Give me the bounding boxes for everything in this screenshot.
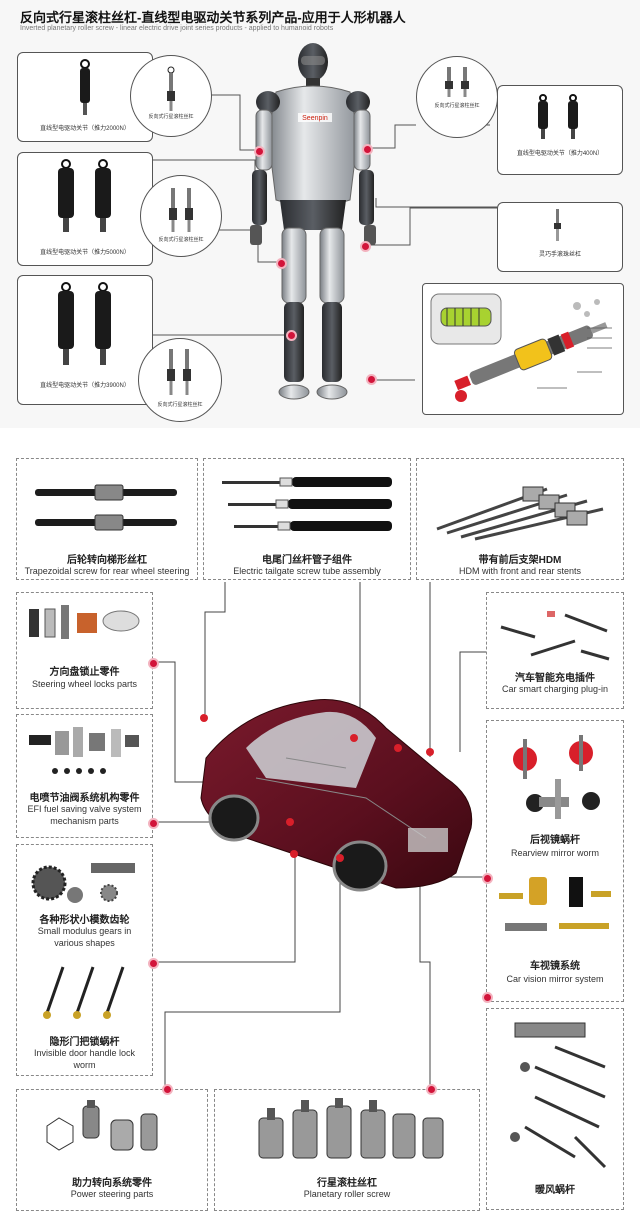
page-subtitle: Inverted planetary roller screw - linear… <box>20 25 334 32</box>
connector-dot <box>148 958 159 969</box>
car-cutaway-image <box>200 699 473 892</box>
part-cn-label: 助力转向系统零件 <box>72 1178 152 1189</box>
mirror-worm-icon <box>513 735 600 819</box>
roller-screw-icon <box>167 349 191 395</box>
joint-2000n-box: 直线型电驱动关节（推力2000N） <box>17 52 153 142</box>
part-en-label: Planetary roller screw <box>303 1189 391 1199</box>
roller-screw-label: 反向式行星滚柱丝杠 <box>158 237 204 243</box>
humanoid-robot-image: Seenpin <box>250 43 376 400</box>
worm-screws-icon <box>43 966 125 1019</box>
linear-actuator-pair-icon <box>538 94 578 139</box>
power-steering-parts-icon <box>46 1100 158 1151</box>
chest-logo: Seenpin <box>302 115 328 122</box>
part-cn-label: 暖风蜗杆 <box>535 1185 575 1196</box>
connector-dot <box>148 658 159 669</box>
joint-marker-dot <box>286 330 297 341</box>
roller-screw-label: 反向式行星滚柱丝杠 <box>157 402 203 408</box>
part-heater-worm: 暖风蜗杆 <box>486 1008 624 1210</box>
part-en-label: Power steering parts <box>70 1189 154 1199</box>
roller-screw-icon <box>169 188 193 232</box>
exploded-view-box <box>422 283 624 415</box>
part-en-label: Small modulus gears in various shapes <box>37 926 132 948</box>
part-en-label: Electric tailgate screw tube assembly <box>233 566 381 576</box>
joint-5000n-box: 直线型电驱动关节（推力5000N） <box>17 152 153 266</box>
steering-lock-parts-icon <box>29 605 140 639</box>
part-en-label: HDM with front and rear stents <box>458 566 582 576</box>
linear-actuator-icon <box>80 59 90 115</box>
connector-dot <box>482 873 493 884</box>
part-cn-label: 行星滚柱丝杠 <box>317 1178 377 1189</box>
hdm-assembly-icon <box>436 486 604 541</box>
trapezoidal-screw-icon <box>35 484 177 531</box>
joint-marker-dot <box>362 144 373 155</box>
part-hdm-stents: 带有前后支架HDM HDM with front and rear stents <box>416 458 624 580</box>
part-planetary-roller-screw: 行星滚柱丝杠 Planetary roller screw <box>214 1089 480 1211</box>
joint-400n-label: 直线型电驱动关节（推力400N） <box>516 151 604 157</box>
part-cn-label: 后视镜蜗杆 <box>530 835 580 846</box>
linear-actuator-pair-icon <box>58 282 111 365</box>
connector-dot <box>162 1084 173 1095</box>
part-cn-label: 电尾门丝杆管子组件 <box>262 555 352 566</box>
ball-screw-icon <box>554 209 561 241</box>
part-mirror-worm-system: 后视镜蜗杆 Rearview mirror worm 车视镜系统 Car vis… <box>486 720 624 1002</box>
connector-dot <box>482 992 493 1003</box>
page-title: 反向式行星滚柱丝杠-直线型电驱动关节系列产品-应用于人形机器人 <box>20 10 406 25</box>
part-cn-label: 隐形门把锁蜗杆 <box>49 1037 120 1048</box>
heater-worm-icon <box>510 1022 607 1169</box>
roller-screw-label: 反向式行星滚柱丝杠 <box>148 114 194 120</box>
joint-marker-dot <box>254 146 265 157</box>
roller-screw-label: 反向式行星滚柱丝杠 <box>434 103 480 109</box>
part-en-label: Trapezoidal screw for rear wheel steerin… <box>24 566 190 576</box>
part-cn-label: 汽车智能充电插件 <box>515 673 595 684</box>
roller-screw-icon <box>445 67 469 97</box>
charging-plug-parts-icon <box>500 611 610 661</box>
dexterous-hand-screw-box: 灵巧手滚珠丝杠 <box>497 202 623 272</box>
section-divider <box>0 428 640 452</box>
part-cn-label: 各种形状小模数齿轮 <box>39 915 130 926</box>
part-cn-label: 方向盘锁止零件 <box>49 667 120 678</box>
small-gears-icon <box>31 863 135 903</box>
roller-screw-zoom-circle: 反向式行星滚柱丝杠 <box>140 175 222 257</box>
part-en-label: EFI fuel saving valve system mechanism p… <box>27 804 142 826</box>
joint-3900n-label: 直线型电驱动关节（推力3900N） <box>40 383 130 389</box>
joint-marker-dot <box>360 241 371 252</box>
roller-screw-zoom-circle: 反向式行星滚柱丝杠 <box>416 56 498 138</box>
efi-valve-parts-icon <box>29 727 139 774</box>
linear-actuator-pair-icon <box>58 159 111 232</box>
part-en-label: Invisible door handle lock worm <box>33 1048 136 1070</box>
joint-marker-dot <box>366 374 377 385</box>
part-cn-label: 车视镜系统 <box>530 961 580 972</box>
part-steering-lock: 方向盘锁止零件 Steering wheel locks parts <box>16 592 153 709</box>
part-cn-label: 后轮转向梯形丝杠 <box>67 555 147 566</box>
roller-screw-zoom-circle: 反向式行星滚柱丝杠 <box>130 55 212 137</box>
part-en-label: Car smart charging plug-in <box>501 684 609 694</box>
screw-tube-icon <box>222 477 392 531</box>
part-en-label: Steering wheel locks parts <box>31 679 138 689</box>
connector-dot <box>426 1084 437 1095</box>
part-power-steering: 助力转向系统零件 Power steering parts <box>16 1089 208 1211</box>
joint-5000n-label: 直线型电驱动关节（推力5000N） <box>40 250 130 256</box>
part-cn-label: 电喷节油阀系统机构零件 <box>29 793 140 804</box>
joint-400n-box: 直线型电驱动关节（推力400N） <box>497 85 623 175</box>
connector-dot <box>148 818 159 829</box>
part-en-label: Rearview mirror worm <box>510 848 599 858</box>
dexterous-hand-screw-label: 灵巧手滚珠丝杠 <box>538 252 581 258</box>
car-section: 后轮转向梯形丝杠 Trapezoidal screw for rear whee… <box>0 452 640 1217</box>
roller-screw-zoom-circle: 反向式行星滚柱丝杠 <box>138 338 222 422</box>
part-en-label: Car vision mirror system <box>506 974 604 984</box>
roller-screw-exploded-diagram <box>430 293 612 402</box>
part-cn-label: 带有前后支架HDM <box>478 555 562 566</box>
joint-2000n-label: 直线型电驱动关节（推力2000N） <box>40 126 130 132</box>
mirror-system-icon <box>499 877 611 931</box>
part-rear-steering-screw: 后轮转向梯形丝杠 Trapezoidal screw for rear whee… <box>16 458 198 580</box>
part-gears-and-worm: 各种形状小模数齿轮 Small modulus gears in various… <box>16 844 153 1076</box>
joint-3900n-box: 直线型电驱动关节（推力3900N） <box>17 275 153 405</box>
part-tailgate-screw-tube: 电尾门丝杆管子组件 Electric tailgate screw tube a… <box>203 458 411 580</box>
part-efi-valve: 电喷节油阀系统机构零件 EFI fuel saving valve system… <box>16 714 153 838</box>
part-charging-plug: 汽车智能充电插件 Car smart charging plug-in <box>486 592 624 709</box>
joint-marker-dot <box>276 258 287 269</box>
planetary-roller-screw-icon <box>258 1098 444 1159</box>
robot-section: Seenpin 直线型电驱动关节（推力2000N） <box>0 40 640 422</box>
roller-screw-icon <box>167 66 175 111</box>
